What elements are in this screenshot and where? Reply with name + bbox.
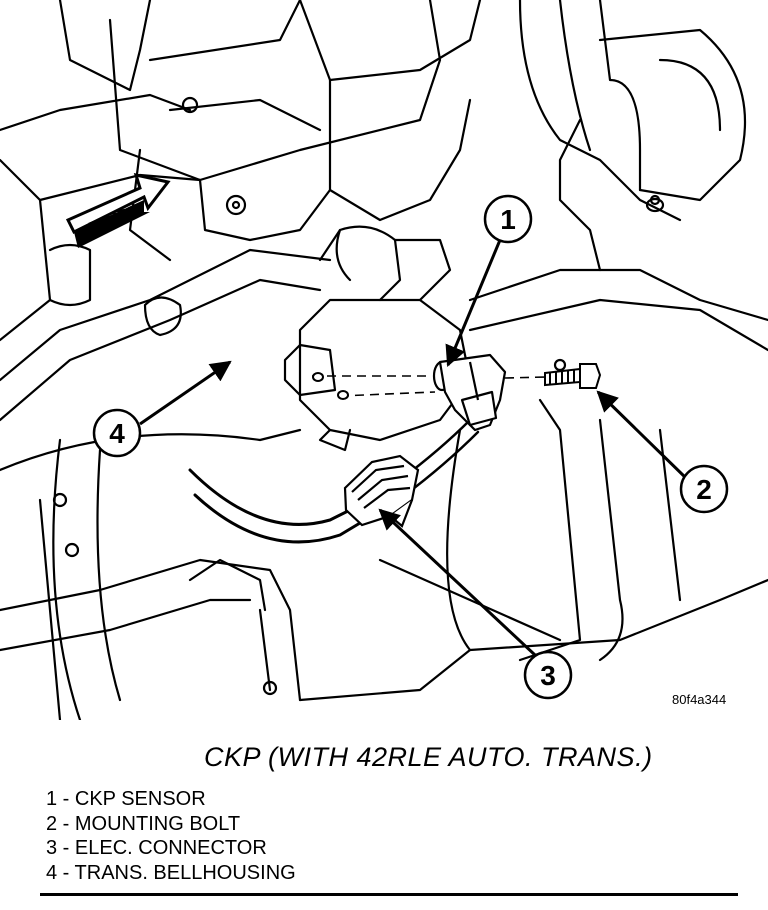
ckp-sensor xyxy=(432,353,507,432)
figure-caption: CKP (WITH 42RLE AUTO. TRANS.) xyxy=(204,742,653,772)
mounting-bolt xyxy=(544,363,602,389)
mounting-holes xyxy=(312,372,349,400)
fwd-arrow-emblem: FWD xyxy=(65,172,171,248)
callout-2: 2 xyxy=(679,464,729,514)
svg-text:1: 1 xyxy=(500,204,516,235)
svg-text:2: 2 xyxy=(696,474,712,505)
bottom-rule xyxy=(40,893,738,896)
legend-item-ckp-sensor: 1 - CKP SENSOR xyxy=(46,788,206,810)
engine-block-linework xyxy=(0,0,768,720)
leader-arrow-4 xyxy=(139,360,232,426)
callout-3: 3 xyxy=(523,650,573,700)
svg-text:4: 4 xyxy=(109,418,125,449)
leader-arrow-1 xyxy=(445,239,502,367)
figure-id: 80f4a344 xyxy=(672,692,727,707)
leader-arrows xyxy=(139,239,690,657)
callout-4: 4 xyxy=(92,408,142,458)
callout-1: 1 xyxy=(483,194,533,244)
legend-item-elec-connector: 3 - ELEC. CONNECTOR xyxy=(46,837,267,859)
legend: 1 - CKP SENSOR 2 - MOUNTING BOLT 3 - ELE… xyxy=(46,787,296,885)
legend-item-trans-bellhousing: 4 - TRANS. BELLHOUSING xyxy=(46,861,296,884)
leader-arrow-3 xyxy=(378,508,537,657)
svg-text:3: 3 xyxy=(540,660,556,691)
leader-arrow-2 xyxy=(596,390,690,482)
legend-item-mounting-bolt: 2 - MOUNTING BOLT xyxy=(46,812,241,835)
alignment-lines xyxy=(312,375,546,397)
elec-connector xyxy=(343,454,420,528)
engine-diagram: FWD 1 2 xyxy=(0,0,768,720)
